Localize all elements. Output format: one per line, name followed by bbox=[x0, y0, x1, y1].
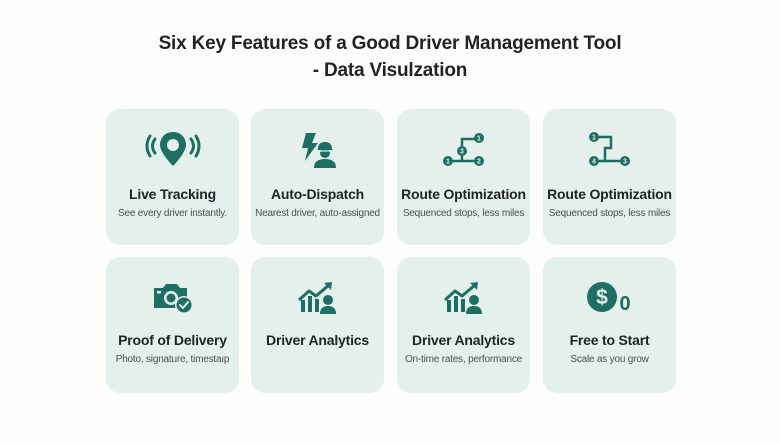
svg-text:0: 0 bbox=[619, 293, 630, 315]
title-line-1: Six Key Features of a Good Driver Manage… bbox=[158, 33, 622, 54]
feature-card-driver-analytics-1: Driver Analytics bbox=[251, 257, 384, 393]
feature-card-free-to-start: $ 0 Free to Start Scale as you grow bbox=[543, 257, 676, 393]
card-subtitle: Nearest driver, auto-assigned bbox=[255, 208, 380, 219]
svg-text:4: 4 bbox=[592, 159, 596, 166]
svg-text:3: 3 bbox=[460, 149, 464, 156]
card-subtitle: On-time rates, performance bbox=[404, 354, 523, 365]
svg-text:1: 1 bbox=[477, 136, 481, 143]
feature-card-auto-dispatch: Auto-Dispatch Nearest driver, auto-assig… bbox=[251, 109, 384, 245]
feature-card-live-tracking: Live Tracking See every driver instantly… bbox=[106, 109, 239, 245]
card-title: Live Tracking bbox=[129, 186, 216, 202]
feature-card-proof-of-delivery: Proof of Delivery Photo, signature, time… bbox=[106, 257, 239, 393]
card-title: Driver Analytics bbox=[412, 332, 515, 348]
analytics-driver-icon bbox=[251, 277, 384, 319]
card-title: Driver Analytics bbox=[266, 332, 369, 348]
feature-card-route-optimization-1: 1 3 1 2 Route Optimization Sequenced sto… bbox=[397, 109, 530, 245]
svg-text:$: $ bbox=[596, 286, 608, 309]
page-title: Six Key Features of a Good Driver Manage… bbox=[0, 30, 780, 84]
title-line-2: - Data Visulzation bbox=[312, 60, 468, 81]
svg-text:1: 1 bbox=[446, 159, 450, 166]
card-title: Route Optimization bbox=[547, 186, 672, 202]
card-subtitle: Sequenced stops, less miles bbox=[548, 208, 671, 219]
card-subtitle: See every driver instantly. bbox=[118, 208, 227, 219]
card-title: Auto-Dispatch bbox=[270, 186, 365, 202]
card-title: Route Optimization bbox=[401, 186, 526, 202]
dollar-zero-icon: $ 0 bbox=[543, 277, 676, 319]
lightning-driver-icon bbox=[251, 129, 384, 171]
feature-card-driver-analytics-2: Driver Analytics On-time rates, performa… bbox=[397, 257, 530, 393]
svg-text:2: 2 bbox=[477, 159, 481, 166]
location-pin-broadcast-icon bbox=[106, 129, 239, 171]
analytics-driver-icon bbox=[397, 277, 530, 319]
card-subtitle: Photo, signature, timestaıp bbox=[115, 354, 230, 365]
card-title: Free to Start bbox=[569, 332, 650, 348]
svg-text:1: 1 bbox=[592, 135, 596, 142]
card-title: Proof of Delivery bbox=[118, 332, 227, 348]
card-subtitle: Sequenced stops, less miles bbox=[402, 208, 525, 219]
camera-check-icon bbox=[106, 277, 239, 319]
card-subtitle: Scale as you grow bbox=[570, 354, 649, 365]
feature-card-route-optimization-2: 1 4 3 Route Optimization Sequenced stops… bbox=[543, 109, 676, 245]
svg-text:3: 3 bbox=[623, 159, 627, 166]
route-stops-icon: 1 4 3 bbox=[543, 129, 676, 171]
route-stops-icon: 1 3 1 2 bbox=[397, 129, 530, 171]
